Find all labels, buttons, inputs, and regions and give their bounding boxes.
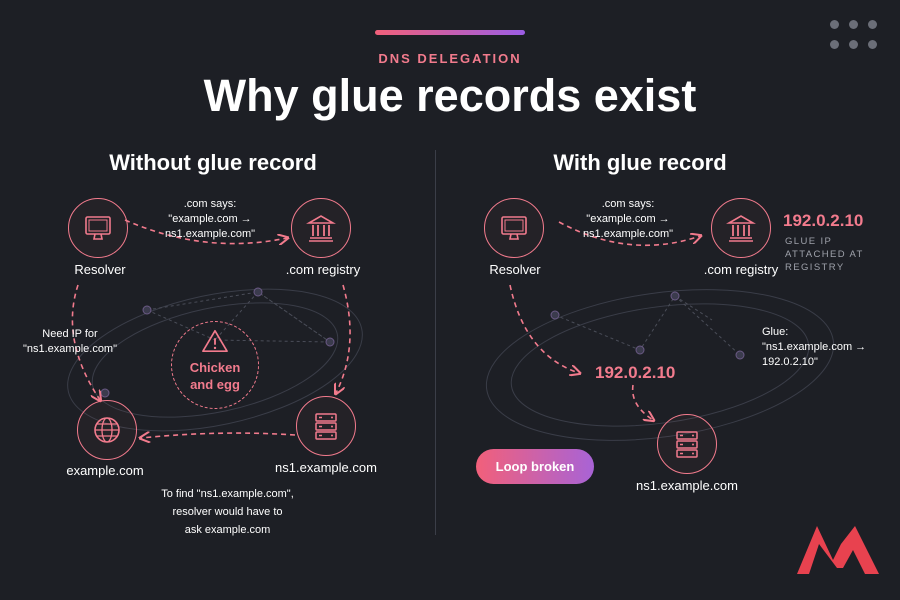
page-title: Why glue records exist [203, 70, 697, 121]
eyebrow-label: DNS DELEGATION [378, 51, 522, 66]
monitor-icon [85, 216, 111, 240]
server-icon [676, 431, 698, 458]
glue-ip-note: GLUE IP ATTACHED AT REGISTRY [785, 235, 895, 274]
left-section-heading: Without glue record [109, 150, 317, 175]
left-resolver-label: Resolver [74, 262, 126, 277]
com-says-line: .com says: [601, 198, 655, 210]
need-ip-line: Need IP for [42, 328, 98, 340]
to-find-line: ask example.com [184, 524, 271, 536]
right-ns-node [657, 414, 717, 474]
right-resolver-label: Resolver [489, 262, 541, 277]
chicken-line: and egg [190, 377, 240, 392]
need-ip-line: "ns1.example.com" [22, 343, 117, 355]
left-ns-node [296, 396, 356, 456]
glue-ip-note-line: ATTACHED AT [785, 249, 864, 260]
left-to-find-note: To find "ns1.example.com", resolver woul… [140, 485, 315, 539]
glue-note: Glue: "ns1.example.com → 192.0.2.10" [762, 325, 887, 370]
right-ns-label: ns1.example.com [636, 478, 738, 493]
com-says-line: ns1.example.com" [164, 228, 256, 240]
glue-line: "ns1.example.com → [762, 341, 867, 353]
title-accent-bar [375, 30, 525, 35]
globe-icon [94, 417, 120, 443]
left-registry-label: .com registry [285, 262, 361, 277]
glue-line: 192.0.2.10" [762, 356, 818, 368]
server-icon [315, 413, 337, 440]
resolved-ip: 192.0.2.10 [595, 363, 676, 382]
left-need-ip-note: Need IP for "ns1.example.com" [10, 327, 130, 357]
brand-logo-icon [797, 526, 879, 574]
left-example-node [77, 400, 137, 460]
chicken-and-egg-badge: Chicken and egg [171, 321, 259, 409]
left-com-says-note: .com says: "example.com → ns1.example.co… [145, 197, 275, 242]
menu-dots-icon[interactable] [830, 20, 878, 52]
section-divider [435, 150, 436, 535]
right-registry-label: .com registry [703, 262, 779, 277]
loop-broken-button[interactable]: Loop broken [476, 449, 594, 484]
glue-line: Glue: [762, 326, 789, 338]
bank-icon [726, 215, 756, 242]
left-ns-label: ns1.example.com [275, 460, 377, 475]
monitor-icon [501, 216, 527, 240]
glue-ip-note-line: GLUE IP [785, 236, 833, 247]
com-says-line: ns1.example.com" [582, 228, 674, 240]
right-section-heading: With glue record [553, 150, 727, 175]
bank-icon [306, 215, 336, 242]
registry-glue-ip: 192.0.2.10 [783, 211, 864, 230]
com-says-line: "example.com → [168, 213, 252, 225]
to-find-line: To find "ns1.example.com", [161, 488, 294, 500]
to-find-line: resolver would have to [172, 506, 283, 518]
right-com-says-note: .com says: "example.com → ns1.example.co… [563, 197, 693, 242]
left-registry-node [291, 198, 351, 258]
com-says-line: "example.com → [586, 213, 670, 225]
right-resolver-node [484, 198, 544, 258]
left-resolver-node [68, 198, 128, 258]
chicken-line: Chicken [189, 360, 241, 375]
right-registry-node [711, 198, 771, 258]
warning-icon [202, 329, 228, 353]
glue-ip-note-line: REGISTRY [785, 262, 845, 273]
left-example-label: example.com [66, 463, 144, 478]
com-says-line: .com says: [183, 198, 237, 210]
